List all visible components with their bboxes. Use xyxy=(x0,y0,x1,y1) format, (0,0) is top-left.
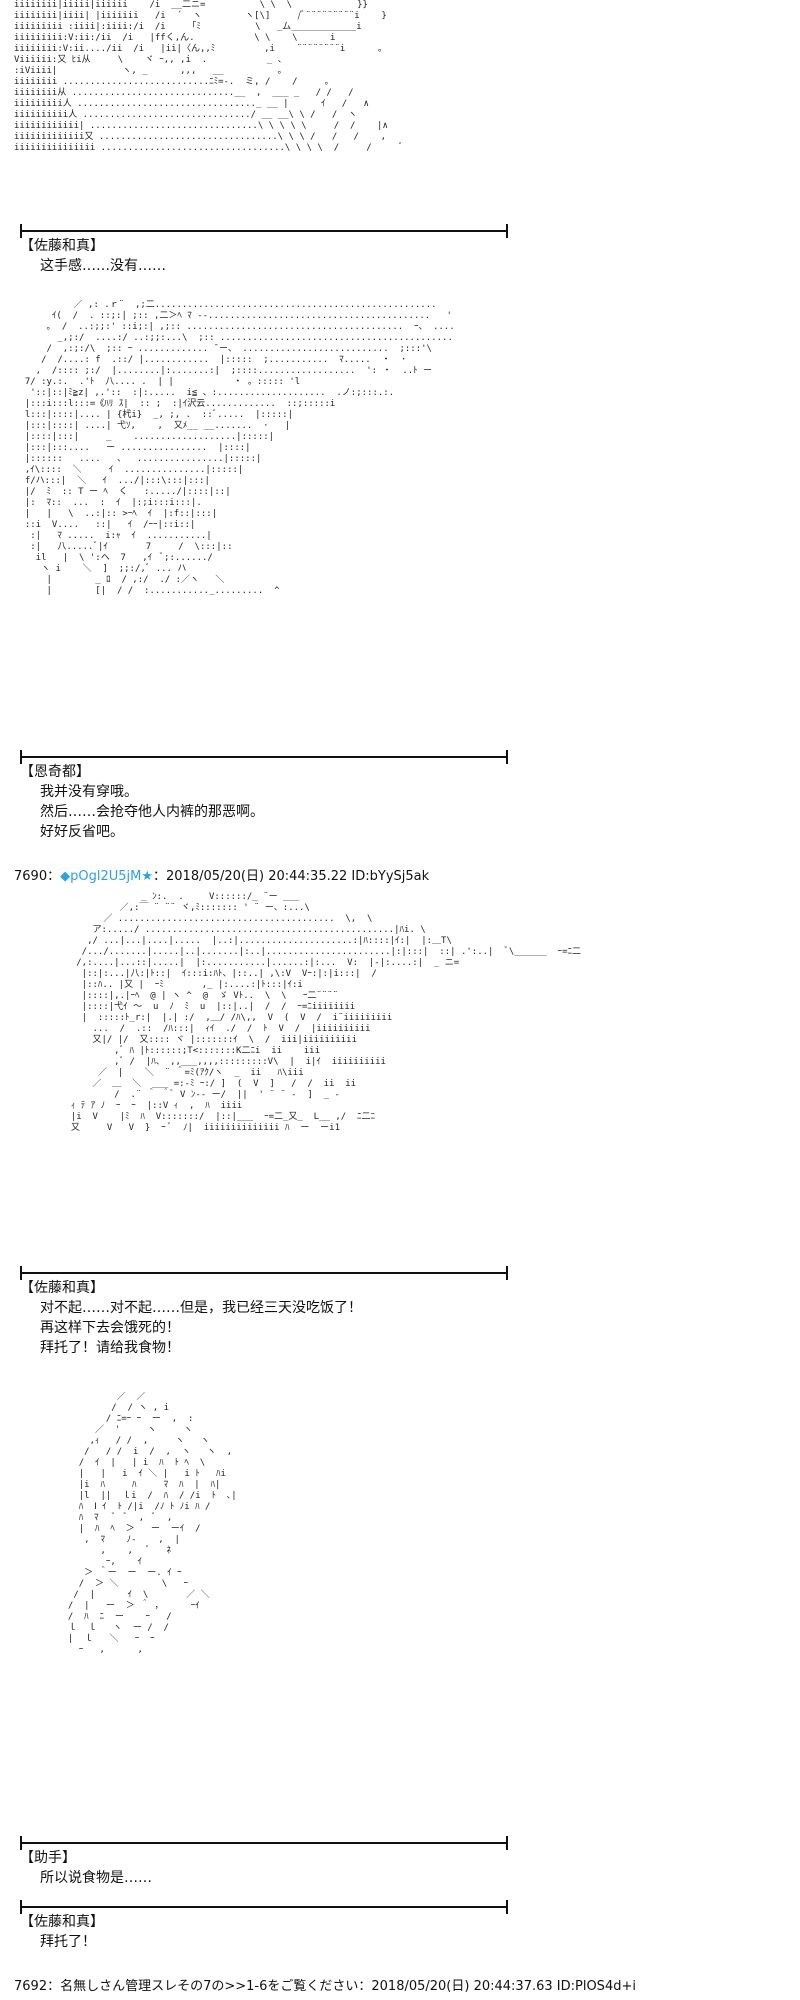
speaker-name: 【佐藤和真】 xyxy=(20,238,104,254)
post-datetime-id: ：2018/05/20(日) 20:44:35.22 ID:bYySj5ak xyxy=(153,869,430,884)
post-header: 7690：◆pOgl2U5jM★：2018/05/20(日) 20:44:35.… xyxy=(14,868,429,886)
dialogue-line: 再这样下去会饿死的！ xyxy=(40,1320,180,1336)
dialogue-line: 这手感……没有…… xyxy=(40,258,166,274)
dialogue-block: 【助手】 所以说食物是…… xyxy=(20,1848,520,1888)
dialogue-line: 对不起……对不起……但是，我已经三天没吃饭了！ xyxy=(40,1300,362,1316)
dialogue-line: 拜托了！请给我食物！ xyxy=(40,1340,180,1356)
ascii-art-panel-4: ／ ／ / / ヽ , i / ﾆ=ｰ ｰ ー , : ／ ' ヽ ヽ ,ｨ /… xyxy=(67,1392,237,1655)
dialogue-block: 【佐藤和真】 这手感……没有…… xyxy=(20,236,520,276)
panel-divider xyxy=(20,1836,508,1850)
star-icon: ★ xyxy=(141,869,153,884)
dialogue-line: 然后……会抢夺他人内裤的那恶啊。 xyxy=(40,804,264,820)
speaker-name: 【佐藤和真】 xyxy=(20,1914,104,1930)
post-datetime-id: ：名無しさん管理スレその7の>>1-6をご覧ください：2018/05/20(日)… xyxy=(47,1979,636,1994)
ascii-art-panel-2: ／ ,: .ｒ¨ ,;二............................… xyxy=(24,300,454,596)
panel-divider xyxy=(20,750,508,764)
dialogue-line: 拜托了！ xyxy=(40,1934,96,1950)
panel-divider xyxy=(20,1900,508,1914)
dialogue-line: 我并没有穿哦。 xyxy=(40,784,138,800)
ascii-art-panel-3: _ ﾝ:. . ｀ V::::::/_ ¨ー ___ ／,:￣ ¨ ¨¨ ヾ,ﾐ… xyxy=(70,892,581,1133)
dialogue-block: 【佐藤和真】 拜托了！ xyxy=(20,1912,520,1952)
dialogue-line: 所以说食物是…… xyxy=(40,1870,152,1886)
speaker-name: 【助手】 xyxy=(20,1850,76,1866)
post-header: 7692：名無しさん管理スレその7の>>1-6をご覧ください：2018/05/2… xyxy=(14,1978,636,1996)
dialogue-block: 【恩奇都】 我并没有穿哦。 然后……会抢夺他人内裤的那恶啊。 好好反省吧。 xyxy=(20,762,520,842)
dialogue-line: 好好反省吧。 xyxy=(40,824,124,840)
speaker-name: 【恩奇都】 xyxy=(20,764,90,780)
panel-divider xyxy=(20,224,508,238)
post-separator: ： xyxy=(47,869,61,884)
post-number[interactable]: 7692 xyxy=(14,1979,48,1994)
dialogue-block: 【佐藤和真】 对不起……对不起……但是，我已经三天没吃饭了！ 再这样下去会饿死的… xyxy=(20,1278,540,1358)
post-number[interactable]: 7690 xyxy=(14,869,48,884)
panel-divider xyxy=(20,1266,508,1280)
speaker-name: 【佐藤和真】 xyxy=(20,1280,104,1296)
trip-code[interactable]: ◆pOgl2U5jM xyxy=(60,869,142,884)
ascii-art-panel-1: iiiiiiii|iiiii|iiiiii /i __二ニ= \ \ \ }} … xyxy=(14,0,404,153)
